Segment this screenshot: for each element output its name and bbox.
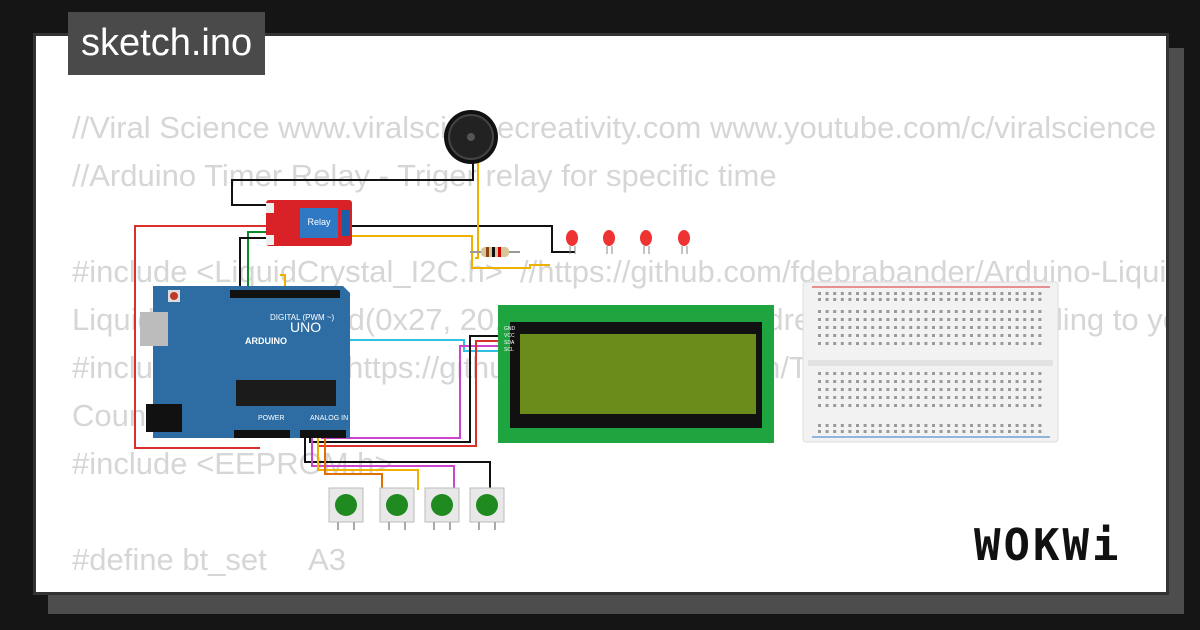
digital-label: DIGITAL (PWM ~) <box>270 313 335 322</box>
resistor[interactable] <box>470 247 520 257</box>
code-line: #include <LiquidCrystal_I2C.h> //https:/… <box>72 254 1167 289</box>
code-line: #include <EEPROM.h> <box>72 446 393 481</box>
relay-module[interactable]: Relay <box>266 200 352 246</box>
push-button-start[interactable] <box>469 487 505 530</box>
breadboard[interactable] <box>802 281 1059 443</box>
led-red[interactable] <box>678 230 690 254</box>
wokwi-logo: WOKWi <box>974 520 1122 571</box>
arduino-uno[interactable]: DIGITAL (PWM ~) ARDUINO UNO POWER ANALOG… <box>140 286 350 438</box>
circuit-diagram: Relay <box>134 110 1059 530</box>
push-button-up[interactable] <box>379 487 415 530</box>
file-tab[interactable]: sketch.ino <box>68 12 266 75</box>
code-line: #define bt_set A3 <box>72 542 347 577</box>
led-row <box>566 230 690 254</box>
code-line: //Viral Science www.viralsciencecreativi… <box>72 110 1157 145</box>
led-red[interactable] <box>603 230 615 254</box>
breadboard-holes <box>818 292 1042 433</box>
code-line: #define bt_up A2 <box>72 584 1166 592</box>
analog-label: ANALOG IN <box>310 415 348 422</box>
led-red[interactable] <box>566 230 578 254</box>
lcd-display[interactable]: GND VCC SDA SCL <box>498 305 774 443</box>
led-red[interactable] <box>640 230 652 254</box>
wires <box>134 144 575 490</box>
lcd-pin-vcc: VCC <box>504 333 515 339</box>
push-button-down[interactable] <box>424 487 460 530</box>
lcd-pin-gnd: GND <box>504 326 516 332</box>
lcd-pin-scl: SCL <box>504 347 514 353</box>
power-label: POWER <box>258 415 284 422</box>
code-line: //Arduino Timer Relay - Triger relay for… <box>72 158 777 193</box>
buzzer[interactable] <box>444 110 498 164</box>
lcd-pin-sda: SDA <box>504 340 515 346</box>
push-button-set[interactable] <box>328 487 364 530</box>
arduino-brand-label: ARDUINO <box>245 336 287 346</box>
relay-label: Relay <box>307 217 331 227</box>
preview-card: //Viral Science www.viralsciencecreativi… <box>33 33 1169 595</box>
arduino-model-label: UNO <box>290 319 321 335</box>
